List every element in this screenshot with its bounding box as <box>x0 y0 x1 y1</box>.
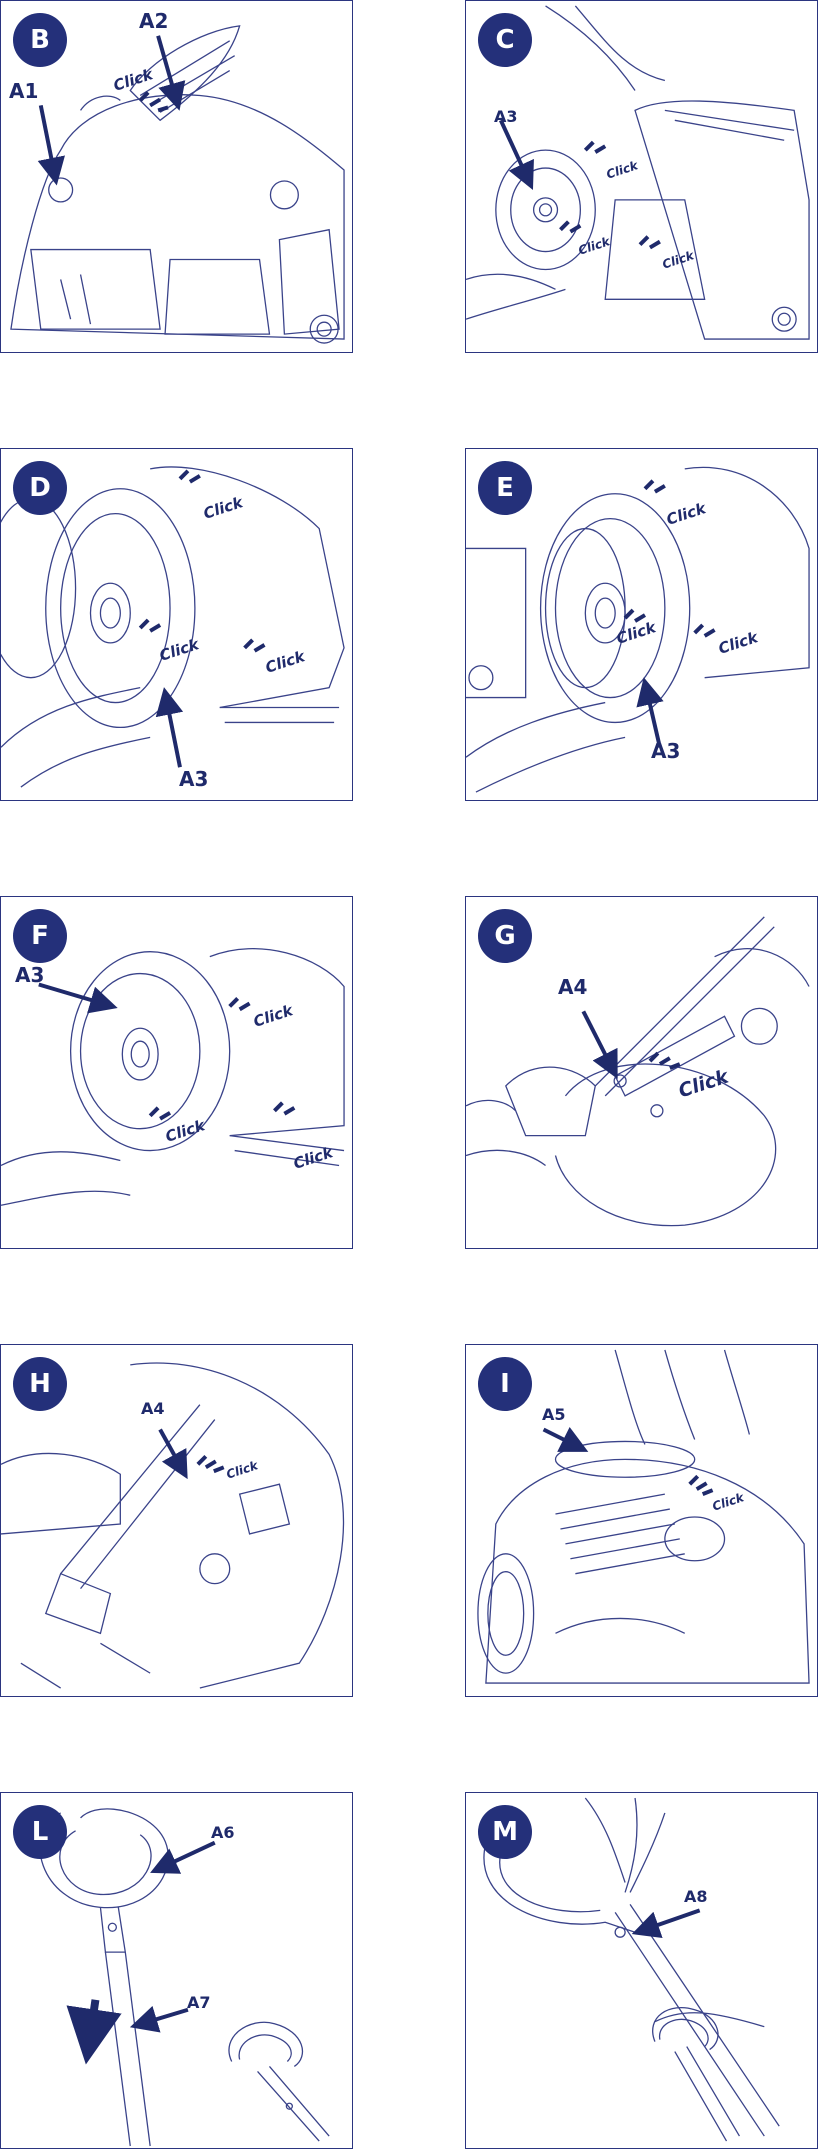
handle-bracket-illustration <box>466 916 810 1227</box>
handle-bracket-illustration <box>1 1362 345 1689</box>
step-badge: E <box>478 461 532 515</box>
step-badge: H <box>13 1357 67 1411</box>
panel-step-i: I A5 Click <box>465 1344 818 1697</box>
step-badge: M <box>478 1805 532 1859</box>
cap-install-illustration <box>477 1349 810 1684</box>
part-label-a1: A1 <box>9 79 39 103</box>
part-label-a3: A3 <box>179 767 209 791</box>
step-badge: L <box>13 1805 67 1859</box>
panel-step-m: M A8 <box>465 1792 818 2149</box>
robot-front-illustration <box>10 25 345 344</box>
part-label-a7: A7 <box>187 1993 211 2012</box>
handle-assembly-illustration <box>39 1808 330 2147</box>
step-badge: G <box>478 909 532 963</box>
part-label-a8: A8 <box>684 1887 708 1906</box>
wheel-mount-illustration <box>466 5 810 340</box>
panel-step-d: D A3 Click Click Click <box>0 448 353 801</box>
step-badge: I <box>478 1357 532 1411</box>
part-label-a5: A5 <box>542 1405 566 1424</box>
panel-step-h: H A4 Click <box>0 1344 353 1697</box>
wheel-install-illustration <box>466 466 810 793</box>
panel-step-c: C A3 Click Click Click <box>465 0 818 353</box>
panel-step-l: L A6 A7 <box>0 1792 353 2149</box>
part-label-a3: A3 <box>15 963 45 987</box>
wheel-install-illustration <box>1 948 345 1206</box>
step-badge: B <box>13 13 67 67</box>
panel-step-g: G A4 Click <box>465 896 818 1249</box>
part-label-a3: A3 <box>651 739 681 763</box>
part-label-a2: A2 <box>139 9 169 33</box>
handle-assembly-illustration <box>483 1797 780 2142</box>
part-label-a3: A3 <box>494 107 518 126</box>
step-badge: F <box>13 909 67 963</box>
panel-step-b: B A1 A2 Click <box>0 0 353 353</box>
step-badge: C <box>478 13 532 67</box>
panel-step-f: F A3 Click Click Click <box>0 896 353 1249</box>
part-label-a4: A4 <box>141 1399 165 1418</box>
part-label-a4: A4 <box>558 975 588 999</box>
part-label-a6: A6 <box>211 1823 235 1842</box>
panel-step-e: E A3 Click Click Click <box>465 448 818 801</box>
step-badge: D <box>13 461 67 515</box>
